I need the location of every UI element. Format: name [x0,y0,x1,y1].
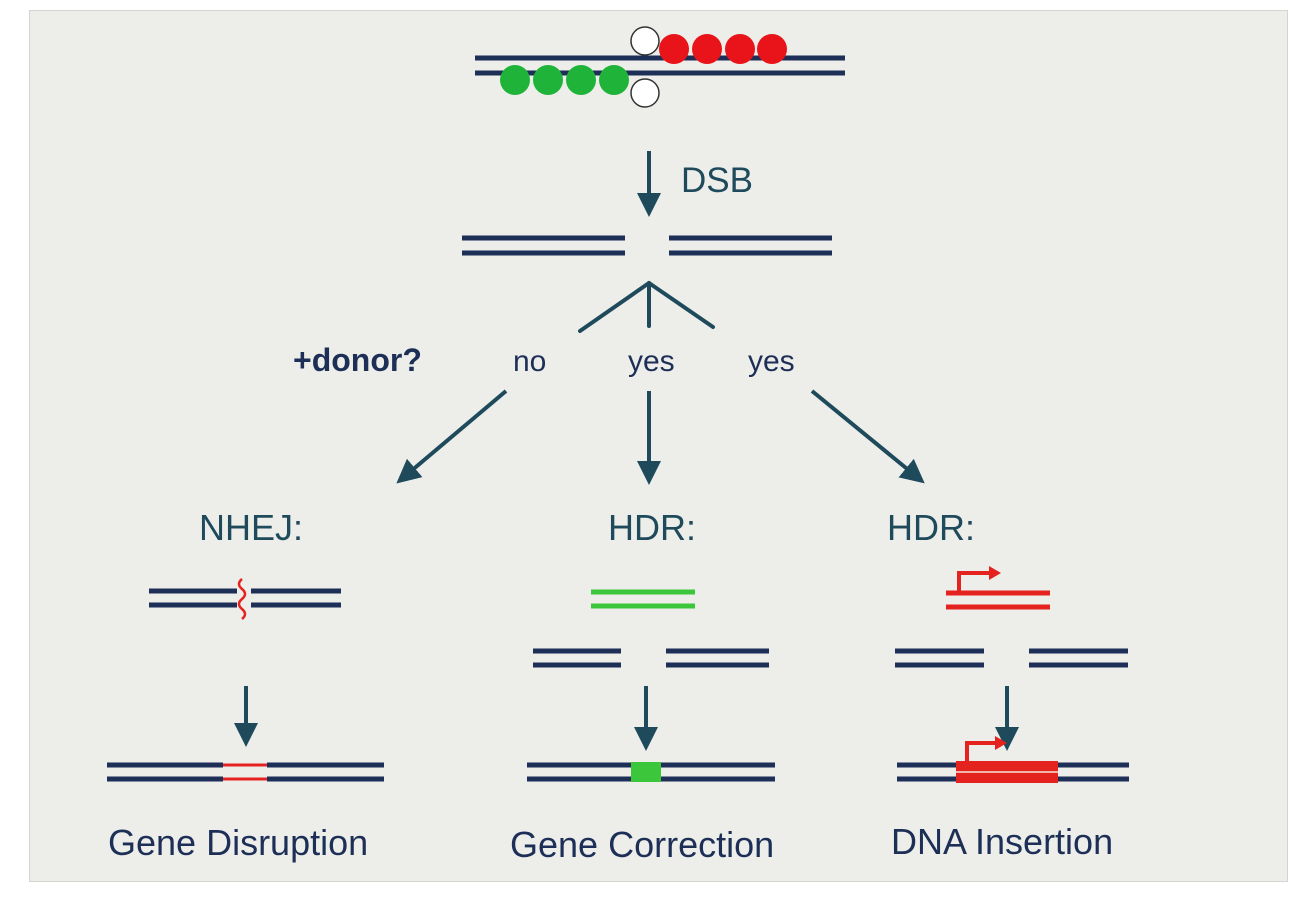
cleavage-domain-bottom [630,78,660,108]
green-domain [500,65,530,95]
arrow-to-nhej [396,389,508,484]
dna-insertion-result [897,736,1129,783]
red-domain [659,34,689,64]
gene-disruption-label: Gene Disruption [108,822,369,863]
arrow-to-dna-insertion [810,389,925,484]
green-donor-template [591,589,695,609]
hdr-insertion-label: HDR: [887,507,975,548]
green-domain [533,65,563,95]
nuclease-bound-dna [475,26,845,108]
promoter-arrowhead-icon [995,736,1007,750]
gene-correction-result [527,762,775,782]
nhej-label: NHEJ: [199,507,304,548]
diagram-panel: DSB +donor? no yes yes NHEJ: HDR: HDR: G… [29,10,1288,882]
red-domain [725,34,755,64]
gene-correction-label: Gene Correction [510,824,775,865]
fork-branch-right [647,281,715,329]
red-domain [692,34,722,64]
nhej-intermediate [149,578,341,620]
donor-question-label: +donor? [293,342,422,378]
red-nuclease-domains [659,34,787,64]
hdr-correction-label: HDR: [608,507,696,548]
branch-yes-label: yes [748,345,795,378]
decision-fork [578,281,715,333]
corrected-segment [631,762,661,782]
green-domain [566,65,596,95]
red-insert-donor [946,566,1050,610]
dsb-label: DSB [681,161,753,200]
green-nuclease-domains [500,65,629,95]
promoter-arrow-icon [965,741,997,761]
hdr-insertion-intermediate [895,648,1128,668]
branch-no-label: no [513,345,547,378]
squiggle-repair-icon [237,578,247,620]
genome-editing-pathway-diagram [107,26,1129,783]
branch-yes-label: yes [628,345,675,378]
red-domain [757,34,787,64]
broken-dna [462,235,832,256]
fork-branch-left [578,281,651,333]
dna-insertion-label: DNA Insertion [891,821,1114,862]
cleavage-domain-top [630,26,660,56]
promoter-arrowhead-icon [989,566,1001,580]
gene-disruption-result [107,762,384,782]
hdr-correction-intermediate [533,648,769,668]
promoter-arrow-icon [957,571,991,593]
green-domain [599,65,629,95]
